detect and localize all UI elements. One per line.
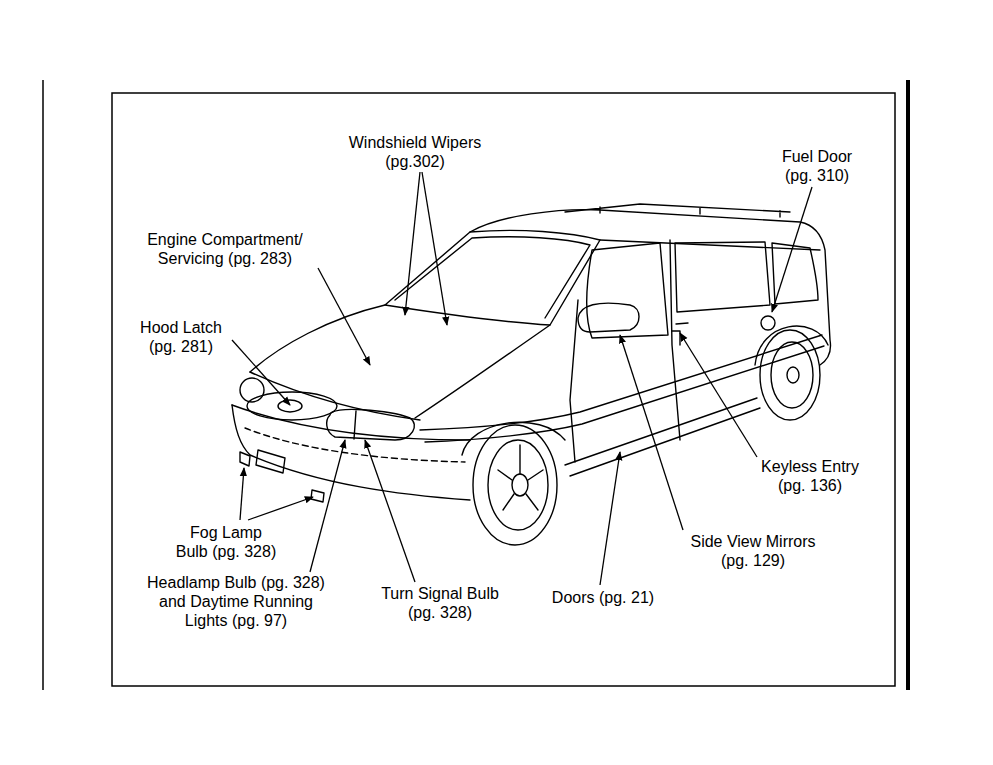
roof-line <box>470 210 831 365</box>
license-plate <box>256 450 285 473</box>
leader-line <box>318 268 370 365</box>
fog-lamp <box>240 452 250 466</box>
bumper-top <box>232 405 470 440</box>
mirror <box>578 303 639 332</box>
rocker-panel <box>565 398 760 476</box>
callout-label: Windshield Wipers (pg.302) <box>340 133 490 171</box>
callout-label: Keyless Entry (pg. 136) <box>753 457 867 495</box>
side-molding <box>420 335 824 442</box>
leader-line <box>600 452 620 585</box>
page-rule <box>42 80 44 690</box>
leader-line <box>248 497 313 520</box>
leader-line <box>680 333 757 457</box>
windshield <box>385 230 600 325</box>
leader-line <box>232 340 290 405</box>
callout-label: Engine Compartment/ Servicing (pg. 283) <box>141 230 309 268</box>
leader-line <box>772 187 812 312</box>
callout-label: Fuel Door (pg. 310) <box>774 147 860 185</box>
hood-edge <box>250 305 385 372</box>
slide-window <box>675 242 770 312</box>
front-bumper <box>232 405 470 500</box>
headlamp <box>327 409 415 440</box>
turn-signal-divider <box>354 411 356 439</box>
leader-line <box>310 440 345 572</box>
wheel-spokes <box>498 445 543 510</box>
front-window <box>587 243 668 338</box>
leader-line <box>405 172 420 315</box>
fender-crease <box>415 325 550 418</box>
page-rule <box>906 80 910 690</box>
figure-frame <box>112 93 895 686</box>
callout-label: Doors (pg. 21) <box>538 588 668 607</box>
callout-label: Headlamp Bulb (pg. 328) and Daytime Runn… <box>143 573 329 630</box>
leader-line <box>620 335 683 530</box>
rear-window <box>772 243 818 304</box>
callout-label: Turn Signal Bulb (pg. 328) <box>374 584 506 622</box>
wheel-arch <box>755 326 828 365</box>
wheel-cover <box>488 440 548 530</box>
roof-rack <box>565 204 790 217</box>
fuel-door <box>761 316 775 330</box>
leader-lines <box>232 172 812 585</box>
leader-line <box>422 172 447 325</box>
leader-line <box>365 440 415 582</box>
wheel-cover <box>771 342 813 408</box>
headlamp <box>240 378 264 402</box>
leader-line <box>240 468 244 520</box>
wheel-hub <box>512 474 528 496</box>
grille <box>247 392 337 420</box>
callout-label: Side View Mirrors (pg. 129) <box>682 532 824 570</box>
callout-label: Hood Latch (pg. 281) <box>133 318 229 356</box>
hood-front <box>250 372 420 420</box>
front-wheel <box>473 425 557 545</box>
rear-wheel <box>760 330 820 420</box>
callout-label: Fog Lamp Bulb (pg. 328) <box>174 523 278 561</box>
van-drawing <box>232 204 831 545</box>
grille-logo <box>278 400 302 412</box>
windshield-inner <box>395 237 590 318</box>
wheel-hub <box>787 367 799 383</box>
fog-lamp <box>311 490 324 502</box>
